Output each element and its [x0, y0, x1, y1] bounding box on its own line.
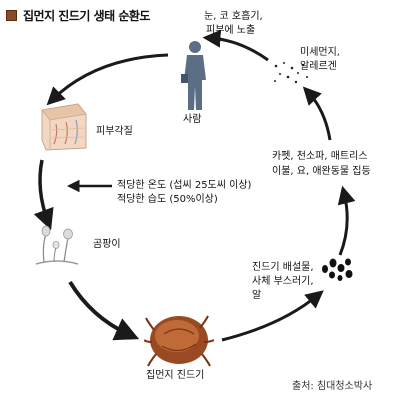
conditions-line-2: 적당한 습도 (50%이상) — [117, 194, 218, 205]
arrow-excrement-to-carpet — [337, 185, 356, 256]
skin-label: 피부각질 — [96, 126, 133, 137]
source-credit: 출처: 침대청소박사 — [292, 381, 373, 392]
person-note-line-1: 눈, 코 호흡기, — [204, 11, 263, 22]
carpet-label-line-2: 이불, 요, 애완동물 집등 — [272, 166, 371, 177]
diagram-title-row: 집먼지 진드기 생태 순환도 — [6, 6, 150, 24]
excrement-label-line-3: 알 — [252, 290, 262, 301]
dust-label-line-2: 알레르겐 — [300, 61, 337, 72]
mite-label: 집먼지 진드기 — [146, 370, 205, 381]
arrow-skin-to-fungus — [33, 159, 54, 231]
skin-cross-section-icon — [41, 103, 87, 151]
fungus-label: 곰팡이 — [93, 239, 121, 250]
arrow-person-to-skin — [46, 53, 169, 106]
excrement-label-line-1: 진드기 배설물, — [252, 262, 314, 273]
arrow-mite-to-excrement — [221, 290, 324, 342]
fungus-icon — [35, 225, 79, 265]
arrow-carpet-to-dust — [302, 86, 332, 141]
excrement-icon — [322, 258, 353, 281]
dust-mite-icon — [144, 315, 214, 367]
dust-label-line-1: 미세먼지, — [300, 47, 340, 58]
person-label: 사람 — [183, 114, 202, 125]
diagram-title: 집먼지 진드기 생태 순환도 — [23, 8, 150, 23]
carpet-label-line-1: 카펫, 천소파, 매트리스 — [272, 151, 368, 162]
dust-particles-icon — [274, 62, 308, 84]
title-bullet-icon — [6, 9, 17, 21]
arrow-fungus-to-mite — [68, 280, 140, 341]
excrement-label-line-2: 사체 부스러기, — [252, 276, 314, 287]
person-icon — [181, 41, 206, 110]
arrow-dust-to-person — [202, 29, 269, 62]
conditions-line-1: 적당한 온도 (섭씨 25도씨 이상) — [117, 180, 252, 191]
person-note-line-2: 피부에 노출 — [206, 25, 256, 36]
